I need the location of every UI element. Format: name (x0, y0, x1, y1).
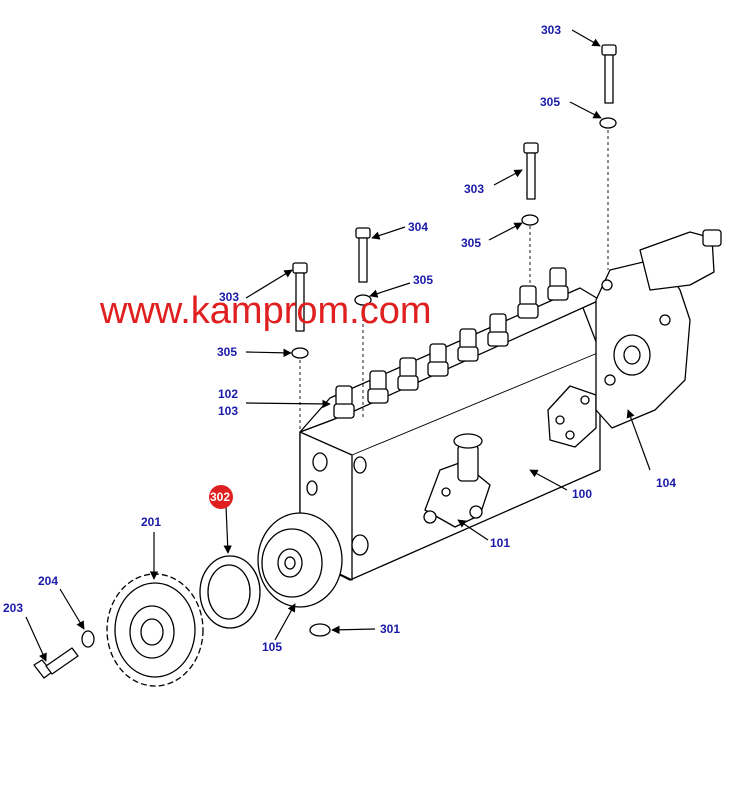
o-ring-301 (309, 623, 331, 637)
bolt-303-mid (523, 142, 539, 200)
drive-hub (257, 512, 343, 608)
bolt-304 (355, 227, 371, 283)
callout-304: 304 (408, 220, 428, 234)
bolt-303-left (292, 262, 308, 332)
washer-305-mid (521, 214, 539, 226)
callout-103: 103 (218, 404, 238, 418)
washer-204 (81, 630, 95, 648)
watermark-text: www.kamprom.com (99, 290, 432, 332)
delivery-valve-holders (333, 267, 569, 419)
callout-305-b: 305 (413, 273, 433, 287)
washer-305-left (291, 347, 309, 359)
callout-303-mid: 303 (464, 182, 484, 196)
callout-302: 302 (210, 490, 230, 504)
callout-301: 301 (380, 622, 400, 636)
callout-104: 104 (656, 476, 676, 490)
drive-gear (106, 573, 204, 687)
bolt-203 (33, 647, 79, 679)
callout-303-left: 303 (219, 290, 239, 304)
callout-305-top: 305 (540, 95, 560, 109)
washer-305-top (599, 117, 617, 129)
washer-305-b (354, 294, 372, 306)
leader-lines (25, 29, 651, 662)
callout-201: 201 (141, 515, 161, 529)
callout-204: 204 (38, 574, 58, 588)
callout-100: 100 (572, 487, 592, 501)
callout-305-left: 305 (217, 345, 237, 359)
bolt-303-top (601, 44, 617, 104)
seal-ring-inner (207, 564, 251, 620)
callout-101: 101 (490, 536, 510, 550)
callout-305-mid: 305 (461, 236, 481, 250)
callout-303-top: 303 (541, 23, 561, 37)
callout-302-highlight (209, 485, 233, 509)
callout-203: 203 (3, 601, 23, 615)
governor-housing (595, 229, 722, 429)
callout-102: 102 (218, 387, 238, 401)
feed-pump (423, 433, 491, 528)
callout-105: 105 (262, 640, 282, 654)
